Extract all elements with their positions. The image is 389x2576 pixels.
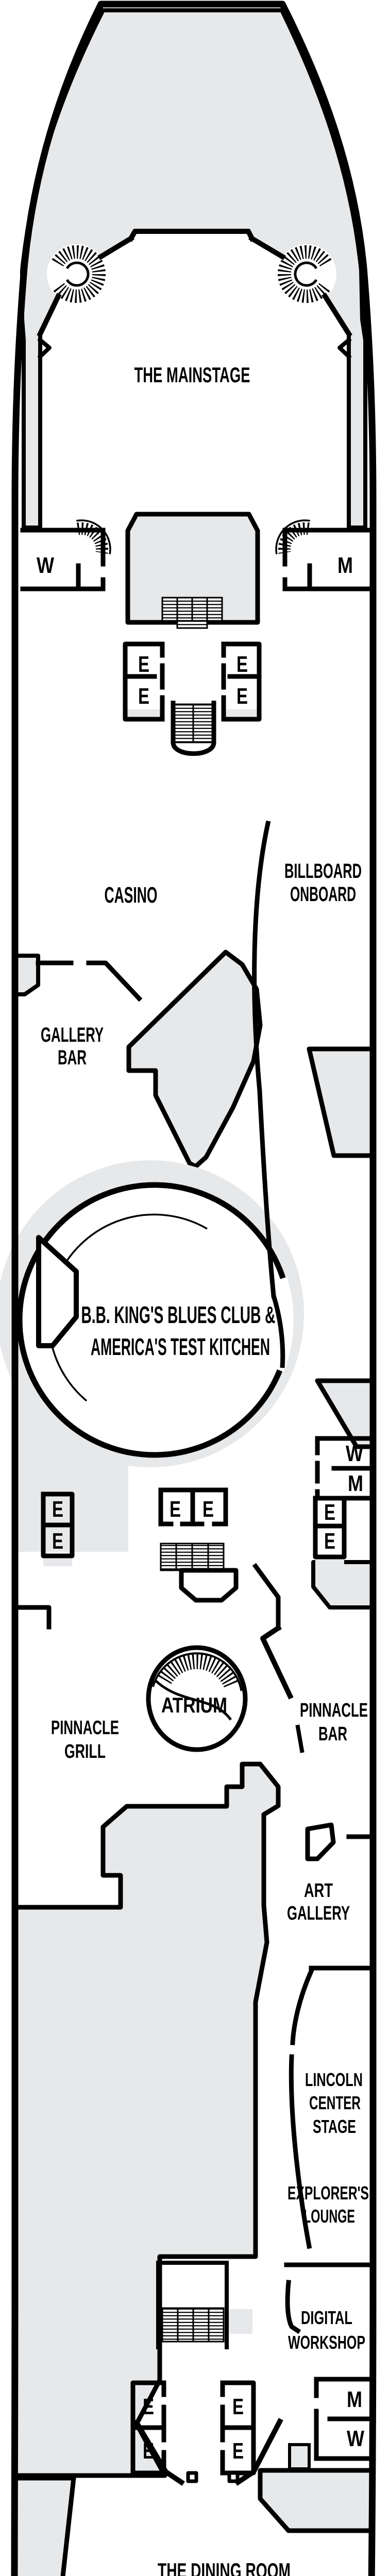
- label-billboard-1: BILLBOARD: [284, 860, 362, 883]
- label-explorers-2: LOUNGE: [303, 2206, 355, 2227]
- label-atrium: ATRIUM: [161, 1693, 227, 1717]
- atrium-ring: [146, 1645, 248, 1752]
- elevator-marker: E: [143, 2394, 154, 2419]
- elevator-marker: E: [138, 652, 149, 677]
- elevator-marker: E: [324, 1529, 335, 1554]
- women-marker: W: [37, 553, 54, 578]
- elevator-marker: E: [52, 1529, 63, 1554]
- label-lincoln-1: LINCOLN: [305, 2069, 363, 2090]
- label-art-gallery-2: GALLERY: [287, 1903, 350, 1924]
- interior-walls: [12, 229, 376, 2486]
- elevator-marker: E: [232, 2394, 244, 2419]
- facility-markers: W M E E E E W M E E E E E E M W E E E E: [37, 553, 364, 2464]
- label-dining-room: THE DINING ROOM: [158, 2558, 291, 2576]
- men-marker: M: [347, 2387, 362, 2412]
- label-pinnacle-bar-2: BAR: [318, 1723, 347, 1745]
- elevator-marker: E: [138, 684, 149, 709]
- men-marker: M: [337, 553, 353, 578]
- elevator-marker: E: [143, 2438, 154, 2464]
- elevator-marker: E: [52, 1497, 63, 1522]
- label-pinnacle-bar-1: PINNACLE: [300, 1700, 368, 1721]
- label-lincoln-2: CENTER: [309, 2092, 361, 2113]
- label-gallery-bar-2: BAR: [58, 1046, 87, 1069]
- elevator-marker: E: [170, 1497, 181, 1522]
- label-bb-kings-2: AMERICA'S TEST KITCHEN: [91, 1333, 270, 1360]
- women-marker: W: [347, 2426, 364, 2451]
- staircases: [156, 597, 229, 2349]
- elevator-marker: E: [232, 2438, 244, 2464]
- label-casino: CASINO: [105, 883, 158, 908]
- venue-labels: THE MAINSTAGE CASINO BILLBOARD ONBOARD G…: [41, 363, 369, 2576]
- label-gallery-bar-1: GALLERY: [41, 1024, 104, 1046]
- label-digital-1: DIGITAL: [301, 2307, 352, 2328]
- elevator-marker: E: [324, 1500, 335, 1525]
- label-art-gallery-1: ART: [304, 1880, 333, 1902]
- men-marker: M: [348, 1471, 363, 1496]
- ship-hull-outline: [11, 1, 377, 2576]
- label-digital-2: WORKSHOP: [288, 2332, 365, 2353]
- label-explorers-1: EXPLORER'S: [287, 2182, 369, 2204]
- label-bb-kings-1: B.B. KING'S BLUES CLUB &: [81, 1301, 276, 1328]
- bb-kings-details: [36, 1213, 294, 1402]
- label-pinnacle-grill-2: GRILL: [64, 1741, 106, 1762]
- label-lincoln-3: STAGE: [313, 2116, 356, 2137]
- elevator-marker: E: [236, 684, 248, 709]
- label-mainstage: THE MAINSTAGE: [134, 363, 250, 387]
- label-billboard-2: ONBOARD: [290, 883, 356, 906]
- label-pinnacle-grill-1: PINNACLE: [51, 1717, 119, 1739]
- women-marker: W: [346, 1441, 363, 1466]
- elevator-marker: E: [236, 652, 248, 677]
- stage-notch: [36, 1235, 79, 1348]
- elevator-marker: E: [202, 1497, 214, 1522]
